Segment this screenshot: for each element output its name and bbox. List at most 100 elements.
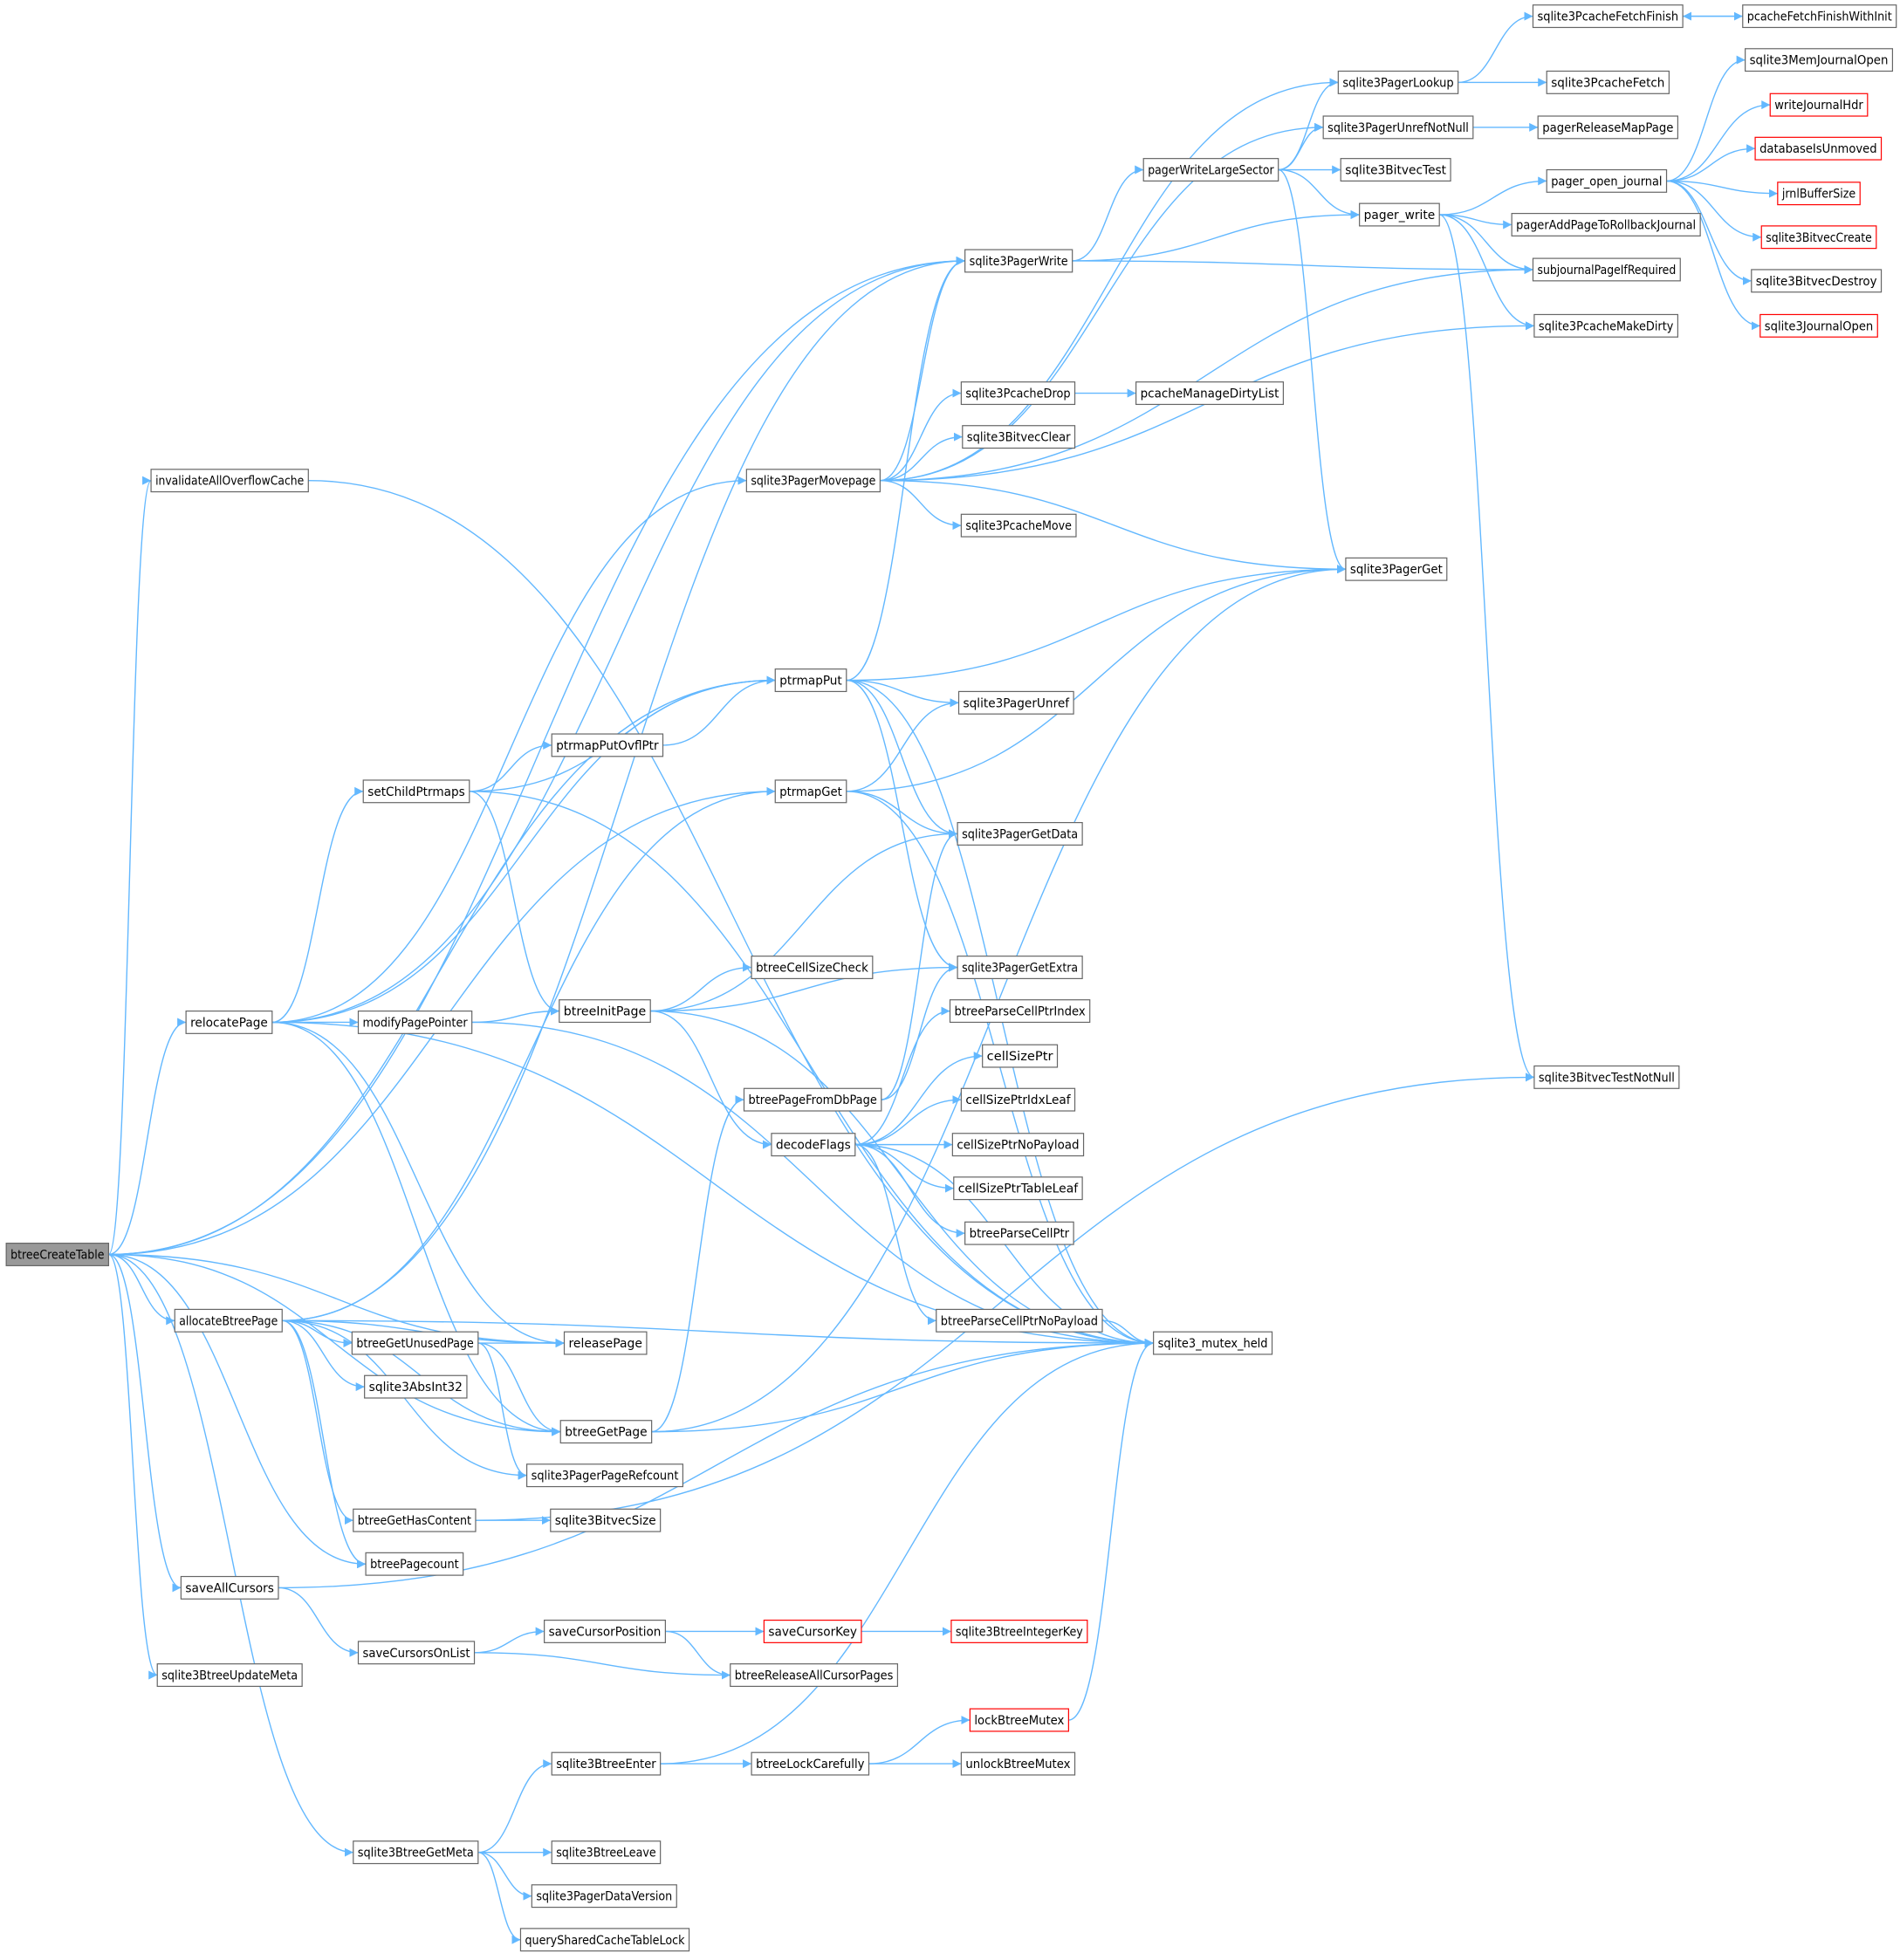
node-pcacheFetchFinishWithInit[interactable]: pcacheFetchFinishWithInit [1742,4,1897,29]
node-box-btreeGetPage [559,1420,653,1444]
node-box-btreeCreateTable [5,1243,110,1266]
node-saveCursorKey[interactable]: saveCursorKey [763,1620,862,1643]
node-writeJournalHdr[interactable]: writeJournalHdr [1769,93,1869,117]
node-box-saveCursorKey [763,1620,862,1643]
node-sqlite3PagerPageRefcount[interactable]: sqlite3PagerPageRefcount [526,1463,684,1488]
node-sqlite3BtreeUpdateMeta[interactable]: sqlite3BtreeUpdateMeta [156,1663,303,1688]
node-cellSizePtrTableLeaf[interactable]: cellSizePtrTableLeaf [953,1176,1083,1201]
node-sqlite3PagerDataVersion[interactable]: sqlite3PagerDataVersion [531,1884,677,1909]
node-pagerWriteLargeSector[interactable]: pagerWriteLargeSector [1142,158,1279,182]
node-cellSizePtrIdxLeaf[interactable]: cellSizePtrIdxLeaf [960,1087,1076,1112]
node-label-sqlite3PagerUnref: sqlite3PagerUnref [964,696,1071,710]
edge-decodeFlags-to-btreeParseCellPtr [854,1143,965,1238]
node-sqlite3PagerUnref[interactable]: sqlite3PagerUnref [957,690,1074,715]
node-setChildPtrmaps[interactable]: setChildPtrmaps [362,779,470,804]
node-ptrmapGet[interactable]: ptrmapGet [774,779,847,804]
node-releasePage[interactable]: releasePage [563,1331,648,1355]
node-btreeLockCarefully[interactable]: btreeLockCarefully [751,1751,870,1776]
node-btreeGetUnusedPage[interactable]: btreeGetUnusedPage [351,1331,479,1355]
node-saveCursorPosition[interactable]: saveCursorPosition [544,1620,666,1643]
node-sqlite3PagerLookup[interactable]: sqlite3PagerLookup [1337,70,1459,94]
node-btreeGetPage[interactable]: btreeGetPage [559,1420,653,1444]
node-box-sqlite3BtreeUpdateMeta [156,1663,303,1688]
node-btreePageFromDbPage[interactable]: btreePageFromDbPage [743,1087,882,1112]
node-label-sqlite3BtreeGetMeta: sqlite3BtreeGetMeta [358,1847,474,1861]
node-unlockBtreeMutex[interactable]: unlockBtreeMutex [960,1751,1076,1776]
node-sqlite3BitvecSize[interactable]: sqlite3BitvecSize [550,1508,662,1532]
node-sqlite3BtreeGetMeta[interactable]: sqlite3BtreeGetMeta [353,1840,479,1865]
node-modifyPagePointer[interactable]: modifyPagePointer [357,1010,473,1034]
node-ptrmapPut[interactable]: ptrmapPut [774,668,847,693]
node-label-btreeLockCarefully: btreeLockCarefully [756,1758,864,1772]
node-btreeReleaseAllCursorPages[interactable]: btreeReleaseAllCursorPages [730,1663,899,1688]
node-sqlite3BtreeIntegerKey[interactable]: sqlite3BtreeIntegerKey [950,1620,1088,1643]
node-ptrmapPutOvflPtr[interactable]: ptrmapPutOvflPtr [551,733,664,757]
node-sqlite3AbsInt32[interactable]: sqlite3AbsInt32 [364,1374,468,1399]
node-pcacheManageDirtyList[interactable]: pcacheManageDirtyList [1135,381,1285,406]
node-sqlite3PcacheMove[interactable]: sqlite3PcacheMove [960,513,1077,538]
node-label-sqlite3_mutex_held: sqlite3_mutex_held [1158,1337,1268,1351]
node-saveAllCursors[interactable]: saveAllCursors [180,1575,279,1600]
node-pager_open_journal[interactable]: pager_open_journal [1546,168,1668,193]
node-sqlite3BitvecClear[interactable]: sqlite3BitvecClear [962,425,1076,449]
node-jrnlBufferSize[interactable]: jrnlBufferSize [1777,182,1861,206]
node-relocatePage[interactable]: relocatePage [185,1010,273,1034]
edge-pager_write-to-subjournalPageIfRequired [1439,214,1533,274]
node-sqlite3BtreeEnter[interactable]: sqlite3BtreeEnter [551,1751,662,1776]
node-allocateBtreePage[interactable]: allocateBtreePage [174,1308,283,1333]
node-sqlite3PagerGetExtra[interactable]: sqlite3PagerGetExtra [957,956,1083,979]
node-label-pager_open_journal: pager_open_journal [1551,175,1662,188]
node-btreeParseCellPtrNoPayload[interactable]: btreeParseCellPtrNoPayload [936,1308,1103,1333]
edge-sqlite3PagerMovepage-to-sqlite3PagerGet [880,479,1346,574]
node-btreeCellSizeCheck[interactable]: btreeCellSizeCheck [751,956,874,979]
node-label-saveAllCursors: saveAllCursors [185,1581,274,1595]
node-querySharedCacheTableLock[interactable]: querySharedCacheTableLock [519,1928,690,1952]
node-sqlite3BitvecDestroy[interactable]: sqlite3BitvecDestroy [1751,269,1883,293]
node-sqlite3PcacheMakeDirty[interactable]: sqlite3PcacheMakeDirty [1533,313,1678,338]
node-databaseIsUnmoved[interactable]: databaseIsUnmoved [1754,136,1883,161]
node-sqlite3PagerGet[interactable]: sqlite3PagerGet [1345,557,1448,581]
node-sqlite3PagerMovepage[interactable]: sqlite3PagerMovepage [745,469,881,493]
node-sqlite3PcacheFetch[interactable]: sqlite3PcacheFetch [1546,70,1670,94]
edge-sqlite3PagerMovepage-to-sqlite3PagerWrite [880,256,965,482]
node-invalidateAllOverflowCache[interactable]: invalidateAllOverflowCache [150,469,309,493]
node-btreePagecount[interactable]: btreePagecount [365,1552,464,1576]
node-btreeParseCellPtrIndex[interactable]: btreeParseCellPtrIndex [949,999,1091,1024]
node-label-sqlite3AbsInt32: sqlite3AbsInt32 [369,1381,463,1395]
node-saveCursorsOnList[interactable]: saveCursorsOnList [357,1641,476,1665]
node-box-btreeGetUnusedPage [351,1331,479,1355]
edge-btreeGetHasContent-to-sqlite3BitvecTestNotNull [475,1073,1534,1521]
node-btreeParseCellPtr[interactable]: btreeParseCellPtr [964,1221,1074,1245]
node-pagerAddPageToRollbackJournal[interactable]: pagerAddPageToRollbackJournal [1511,212,1701,236]
node-sqlite3PcacheDrop[interactable]: sqlite3PcacheDrop [960,381,1076,406]
node-sqlite3MemJournalOpen[interactable]: sqlite3MemJournalOpen [1745,48,1894,72]
node-subjournalPageIfRequired[interactable]: subjournalPageIfRequired [1532,257,1681,282]
node-sqlite3BitvecTestNotNull[interactable]: sqlite3BitvecTestNotNull [1533,1065,1680,1089]
node-sqlite3JournalOpen[interactable]: sqlite3JournalOpen [1759,313,1878,338]
node-sqlite3BitvecCreate[interactable]: sqlite3BitvecCreate [1760,225,1877,250]
node-pager_write[interactable]: pager_write [1359,202,1440,227]
node-cellSizePtr[interactable]: cellSizePtr [982,1044,1059,1068]
node-sqlite3PagerUnrefNotNull[interactable]: sqlite3PagerUnrefNotNull [1322,115,1474,140]
node-cellSizePtrNoPayload[interactable]: cellSizePtrNoPayload [951,1133,1085,1157]
node-label-sqlite3PagerWrite: sqlite3PagerWrite [970,255,1068,269]
node-sqlite3PagerWrite[interactable]: sqlite3PagerWrite [964,249,1073,273]
node-label-saveCursorKey: saveCursorKey [768,1625,857,1639]
node-sqlite3PagerGetData[interactable]: sqlite3PagerGetData [957,822,1083,846]
node-sqlite3_mutex_held[interactable]: sqlite3_mutex_held [1153,1331,1273,1355]
node-sqlite3BtreeLeave[interactable]: sqlite3BtreeLeave [551,1840,662,1865]
node-sqlite3PcacheFetchFinish[interactable]: sqlite3PcacheFetchFinish [1532,4,1684,29]
node-box-sqlite3PagerGet [1345,557,1448,581]
node-sqlite3BitvecTest[interactable]: sqlite3BitvecTest [1340,158,1451,182]
node-lockBtreeMutex[interactable]: lockBtreeMutex [969,1708,1069,1732]
node-btreeGetHasContent[interactable]: btreeGetHasContent [353,1508,477,1532]
node-label-setChildPtrmaps: setChildPtrmaps [367,785,465,799]
node-box-pagerAddPageToRollbackJournal [1511,212,1701,236]
node-box-cellSizePtr [982,1044,1059,1068]
node-label-subjournalPageIfRequired: subjournalPageIfRequired [1537,264,1676,278]
node-btreeInitPage[interactable]: btreeInitPage [559,999,651,1024]
node-decodeFlags[interactable]: decodeFlags [771,1133,856,1157]
node-pagerReleaseMapPage[interactable]: pagerReleaseMapPage [1537,115,1678,140]
edge-allocateBtreePage-to-btreePagecount [282,1319,367,1569]
node-btreeCreateTable[interactable]: btreeCreateTable [5,1243,110,1266]
